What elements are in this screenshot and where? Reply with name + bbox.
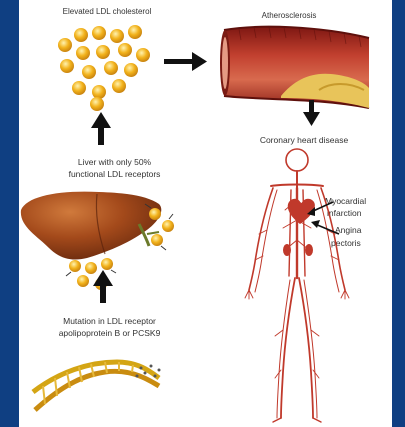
left-border xyxy=(0,0,19,427)
dna-helix-icon xyxy=(33,362,161,410)
arrow-up-icon xyxy=(91,112,111,145)
liver-icon xyxy=(21,192,161,260)
arrow-right-icon xyxy=(164,52,207,71)
ldl-particles-icon xyxy=(58,25,150,111)
artery-icon xyxy=(220,27,369,108)
circulatory-system-icon xyxy=(245,149,349,422)
arrow-down-icon xyxy=(303,100,320,126)
right-border xyxy=(392,0,405,427)
diagram-artwork xyxy=(19,0,392,427)
diagram-panel: Elevated LDL cholesterol Atherosclerosis… xyxy=(19,0,392,427)
